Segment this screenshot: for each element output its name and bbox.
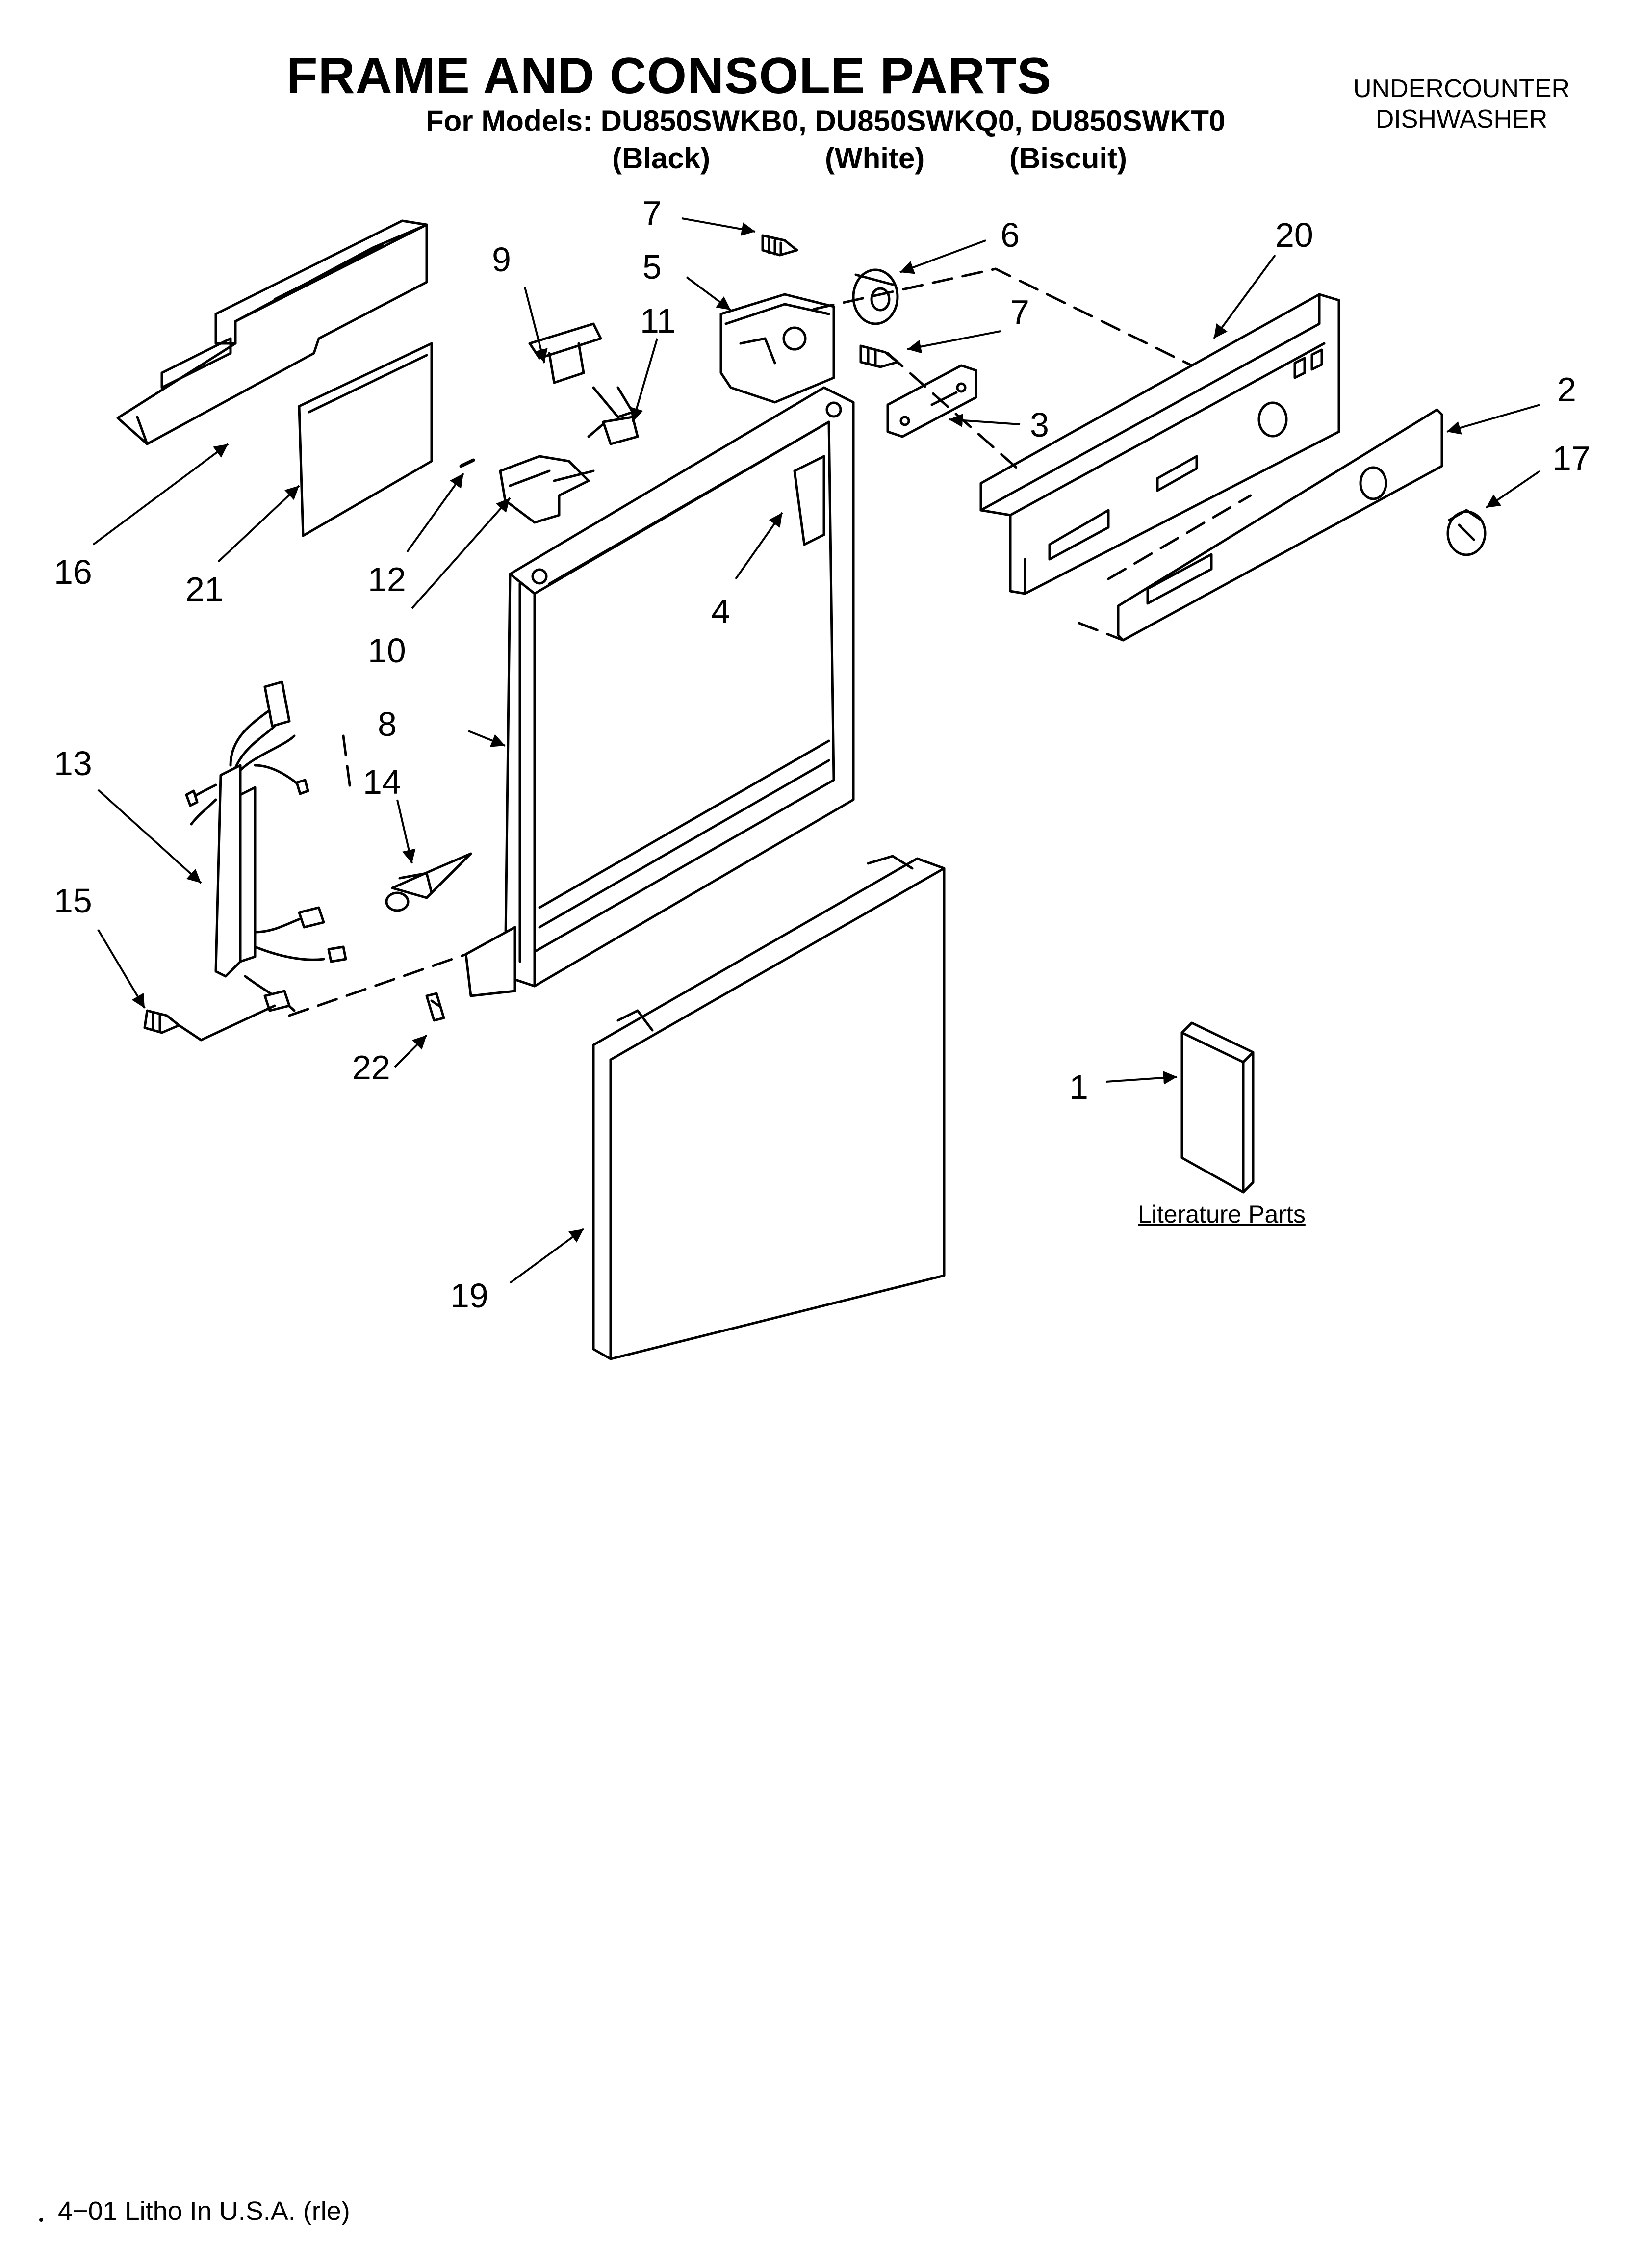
decor-panel-part: [1117, 408, 1443, 642]
knob-part: [1446, 509, 1487, 556]
page-title: FRAME AND CONSOLE PARTS: [286, 48, 1052, 104]
screw-part-3: [143, 1004, 276, 1042]
door-panel-part: [592, 855, 946, 1360]
knob-cam-part: [852, 268, 899, 325]
callout-21: 21: [185, 570, 224, 608]
color-white: (White): [825, 142, 925, 175]
screw-part-2: [859, 344, 899, 368]
callout-7-top: 7: [642, 194, 662, 232]
wiring-harness-part: [185, 680, 347, 1012]
color-biscuit: (Biscuit): [1009, 142, 1127, 175]
switch-bracket-part: [886, 364, 977, 438]
callout-9: 9: [492, 240, 511, 279]
color-black: (Black): [612, 142, 711, 175]
callout-7-right: 7: [1010, 293, 1029, 331]
literature-parts-label: Literature Parts: [1138, 1200, 1306, 1228]
callout-10: 10: [368, 631, 406, 670]
door-frame-part: [464, 386, 855, 997]
callout-8: 8: [378, 705, 397, 743]
callout-16: 16: [54, 553, 92, 591]
callout-12: 12: [368, 560, 406, 599]
callout-15: 15: [54, 882, 92, 920]
callout-22: 22: [352, 1048, 390, 1087]
callout-19: 19: [450, 1277, 488, 1315]
sensor-part: [385, 852, 472, 912]
console-panel-part: [979, 293, 1340, 595]
callout-14: 14: [363, 763, 401, 801]
callout-3: 3: [1030, 406, 1049, 444]
appliance-type: UNDERCOUNTER DISHWASHER: [1344, 74, 1579, 134]
corner-mark: [39, 2218, 43, 2222]
callout-5: 5: [642, 248, 662, 286]
callout-1: 1: [1069, 1068, 1088, 1106]
footer-print-info: 4−01 Litho In U.S.A. (rle): [58, 2196, 350, 2226]
leader-lines: [92, 217, 1541, 1284]
callout-labels: 7 6 20 5 9 11 7 2 3 17 16 21 12 4 10 8 1…: [54, 194, 1591, 1315]
callout-6: 6: [1001, 216, 1020, 254]
appliance-line-1: UNDERCOUNTER: [1353, 75, 1570, 103]
callout-2: 2: [1557, 370, 1576, 409]
panel-plate-part: [298, 342, 433, 537]
pin-part: [459, 458, 475, 468]
switch-assembly-part: [499, 322, 639, 524]
callout-11: 11: [640, 302, 676, 340]
screw-part: [761, 234, 798, 257]
literature-part: [1180, 1021, 1255, 1194]
clip-part: [425, 992, 445, 1022]
callout-13: 13: [54, 744, 92, 782]
appliance-line-2: DISHWASHER: [1375, 105, 1548, 133]
model-list: For Models: DU850SWKB0, DU850SWKQ0, DU85…: [426, 104, 1226, 137]
callout-17: 17: [1552, 439, 1591, 477]
callout-20: 20: [1275, 216, 1313, 254]
guide-lines: [288, 267, 1252, 1017]
callout-4: 4: [711, 592, 730, 630]
timer-assembly-part: [719, 293, 835, 404]
console-cover-part: [116, 219, 428, 445]
